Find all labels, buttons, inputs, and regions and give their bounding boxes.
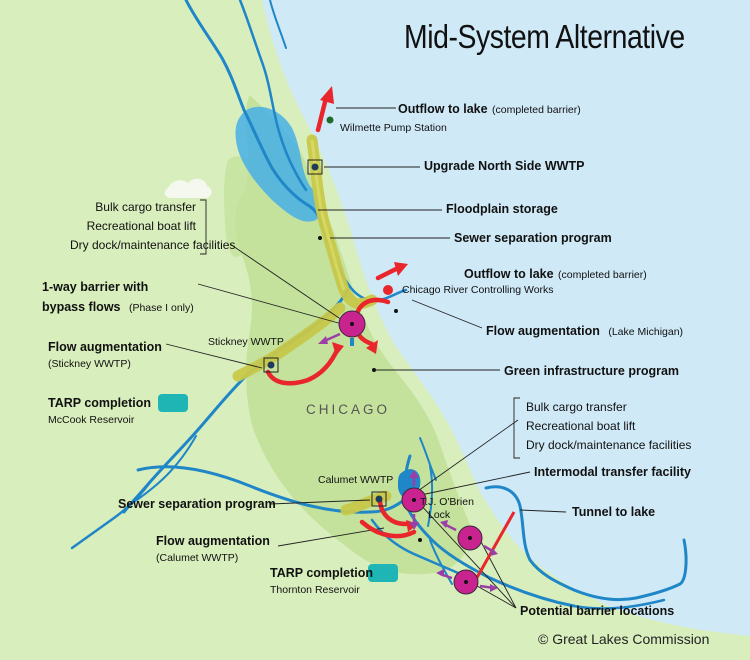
tunnel-label: Tunnel to lake [572, 505, 656, 519]
flow-aug-lake-main: Flow augmentation [486, 324, 600, 338]
outflow-top-label: Outflow to lake (completed barrier) [398, 100, 581, 118]
facility-bracket-right [513, 397, 520, 459]
tj-obrien-line1: T.J. O'Brien [420, 496, 474, 508]
flow-aug-calumet-main: Flow augmentation [156, 534, 270, 548]
barrier-main-2: bypass flows [42, 300, 121, 314]
sewer-sep-bottom-label: Sewer separation program [118, 497, 276, 511]
barrier-circle-icon [401, 470, 427, 530]
outflow-top-note: (completed barrier) [492, 104, 581, 116]
pump-station-dot-icon [326, 116, 334, 124]
tarp-mccook-note: McCook Reservoir [48, 414, 135, 426]
facility-bracket-left [200, 199, 207, 255]
facility-item: Bulk cargo transfer [95, 200, 196, 214]
wwtp-box-icon [307, 159, 323, 175]
facility-item: Dry dock/maintenance facilities [526, 438, 692, 452]
floodplain-label: Floodplain storage [446, 202, 558, 216]
calumet-wwtp-label: Calumet WWTP [318, 474, 394, 486]
wwtp-box-icon [371, 491, 387, 507]
point-dot [372, 368, 376, 372]
outflow-mid-label: Outflow to lake (completed barrier) [464, 265, 647, 283]
barrier-circle-icon [440, 520, 498, 556]
facility-list-right: Bulk cargo transfer Recreational boat li… [526, 398, 691, 455]
credit-label: © Great Lakes Commission [538, 631, 710, 647]
potential-barriers-label: Potential barrier locations [520, 604, 675, 618]
wilmette-label: Wilmette Pump Station [340, 122, 447, 134]
cloud-patch [164, 178, 212, 198]
sewer-sep-top-label: Sewer separation program [454, 231, 612, 245]
facility-item: Bulk cargo transfer [526, 400, 627, 414]
outflow-mid-note: (completed barrier) [558, 269, 647, 281]
city-label: CHICAGO [306, 402, 391, 417]
facility-item: Recreational boat lift [86, 219, 196, 233]
tarp-reservoir-icon [368, 564, 398, 582]
point-dot [318, 236, 322, 240]
stickney-wwtp-label: Stickney WWTP [208, 336, 284, 348]
barrier-circle-icon [318, 310, 366, 346]
flow-aug-lake-label: Flow augmentation (Lake Michigan) [486, 322, 683, 340]
leader-lines [165, 107, 567, 609]
crcw-label: Chicago River Controlling Works [402, 284, 554, 296]
barrier-label-line1: 1-way barrier with [42, 280, 149, 294]
barrier-label-line2: bypass flows (Phase I only) [42, 298, 194, 316]
facility-item: Recreational boat lift [526, 419, 636, 433]
facility-list-left: Bulk cargo transfer Recreational boat li… [70, 198, 236, 255]
tarp-mccook-main: TARP completion [48, 396, 152, 410]
map-title: Mid-System Alternative [404, 18, 685, 55]
tj-obrien-line2: Lock [428, 509, 451, 521]
barrier-circle-icon [436, 569, 498, 595]
flow-aug-calumet-note: (Calumet WWTP) [156, 552, 239, 564]
barrier-note: (Phase I only) [128, 302, 194, 314]
flow-aug-stickney-main: Flow augmentation [48, 340, 162, 354]
green-infra-label: Green infrastructure program [504, 364, 680, 378]
urban-area-west [224, 156, 260, 258]
controlling-works-dot [383, 285, 393, 295]
tarp-thornton-main: TARP completion [270, 566, 374, 580]
outflow-top-main: Outflow to lake [398, 102, 488, 116]
upgrade-north-label: Upgrade North Side WWTP [424, 159, 585, 173]
facility-item: Dry dock/maintenance facilities [70, 238, 236, 252]
point-dot [418, 538, 422, 542]
outflow-mid-main: Outflow to lake [464, 267, 554, 281]
tarp-reservoir-icon [158, 394, 188, 412]
intermodal-label: Intermodal transfer facility [534, 465, 691, 479]
flow-aug-stickney-note: (Stickney WWTP) [48, 358, 131, 370]
wwtp-box-icon [263, 357, 279, 373]
tarp-thornton-note: Thornton Reservoir [270, 584, 360, 596]
point-dot [394, 309, 398, 313]
flow-aug-lake-note: (Lake Michigan) [608, 326, 684, 338]
